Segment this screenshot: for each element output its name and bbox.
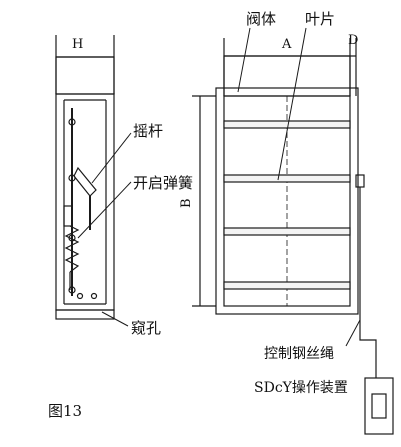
front-outer-frame — [215, 87, 359, 315]
rocker-label: 摇杆 — [133, 122, 163, 140]
control-wire-label: 控制钢丝绳 — [264, 346, 334, 362]
dimension-h-label: H — [72, 37, 83, 52]
blade-4 — [223, 281, 351, 290]
dimension-d-label: D — [348, 33, 358, 48]
operating-device-window — [371, 393, 387, 419]
spring-label: 开启弹簧 — [133, 174, 193, 192]
hole-label: 窥孔 — [131, 319, 161, 337]
blades — [223, 120, 351, 290]
opening-spring — [64, 225, 80, 273]
side-view — [55, 35, 115, 320]
operating-device-box — [364, 377, 394, 435]
bolt-1 — [76, 292, 84, 300]
hole-leader — [101, 311, 129, 327]
valve-body-label: 阀体 — [246, 10, 276, 28]
pivot-1 — [68, 118, 76, 126]
front-leaders — [237, 27, 361, 347]
wire-pulley — [355, 174, 365, 188]
control-wire-path — [359, 187, 377, 378]
front-top-flange — [223, 55, 351, 97]
side-top-flange — [55, 56, 115, 95]
side-body — [55, 93, 115, 311]
body-leader — [237, 27, 251, 93]
blade-1 — [223, 120, 351, 129]
operating-device-label: SDcY操作装置 — [254, 380, 348, 396]
spring-leader — [77, 181, 132, 239]
bolt-2 — [90, 292, 98, 300]
wire-leader — [345, 319, 361, 347]
dimension-a-label: A — [281, 37, 292, 52]
figure-caption: 图13 — [48, 402, 82, 420]
blade-label: 叶片 — [305, 10, 335, 28]
spring-mount — [63, 205, 73, 227]
dimension-b-label: B — [179, 198, 194, 208]
blade-3 — [223, 227, 351, 236]
side-leaders — [77, 132, 132, 327]
rocker-leader — [91, 132, 132, 184]
side-bottom-flange — [55, 309, 115, 320]
blade-2 — [223, 174, 351, 183]
front-view — [192, 38, 394, 435]
pivot-4 — [68, 286, 76, 294]
blade-leader — [277, 27, 307, 181]
